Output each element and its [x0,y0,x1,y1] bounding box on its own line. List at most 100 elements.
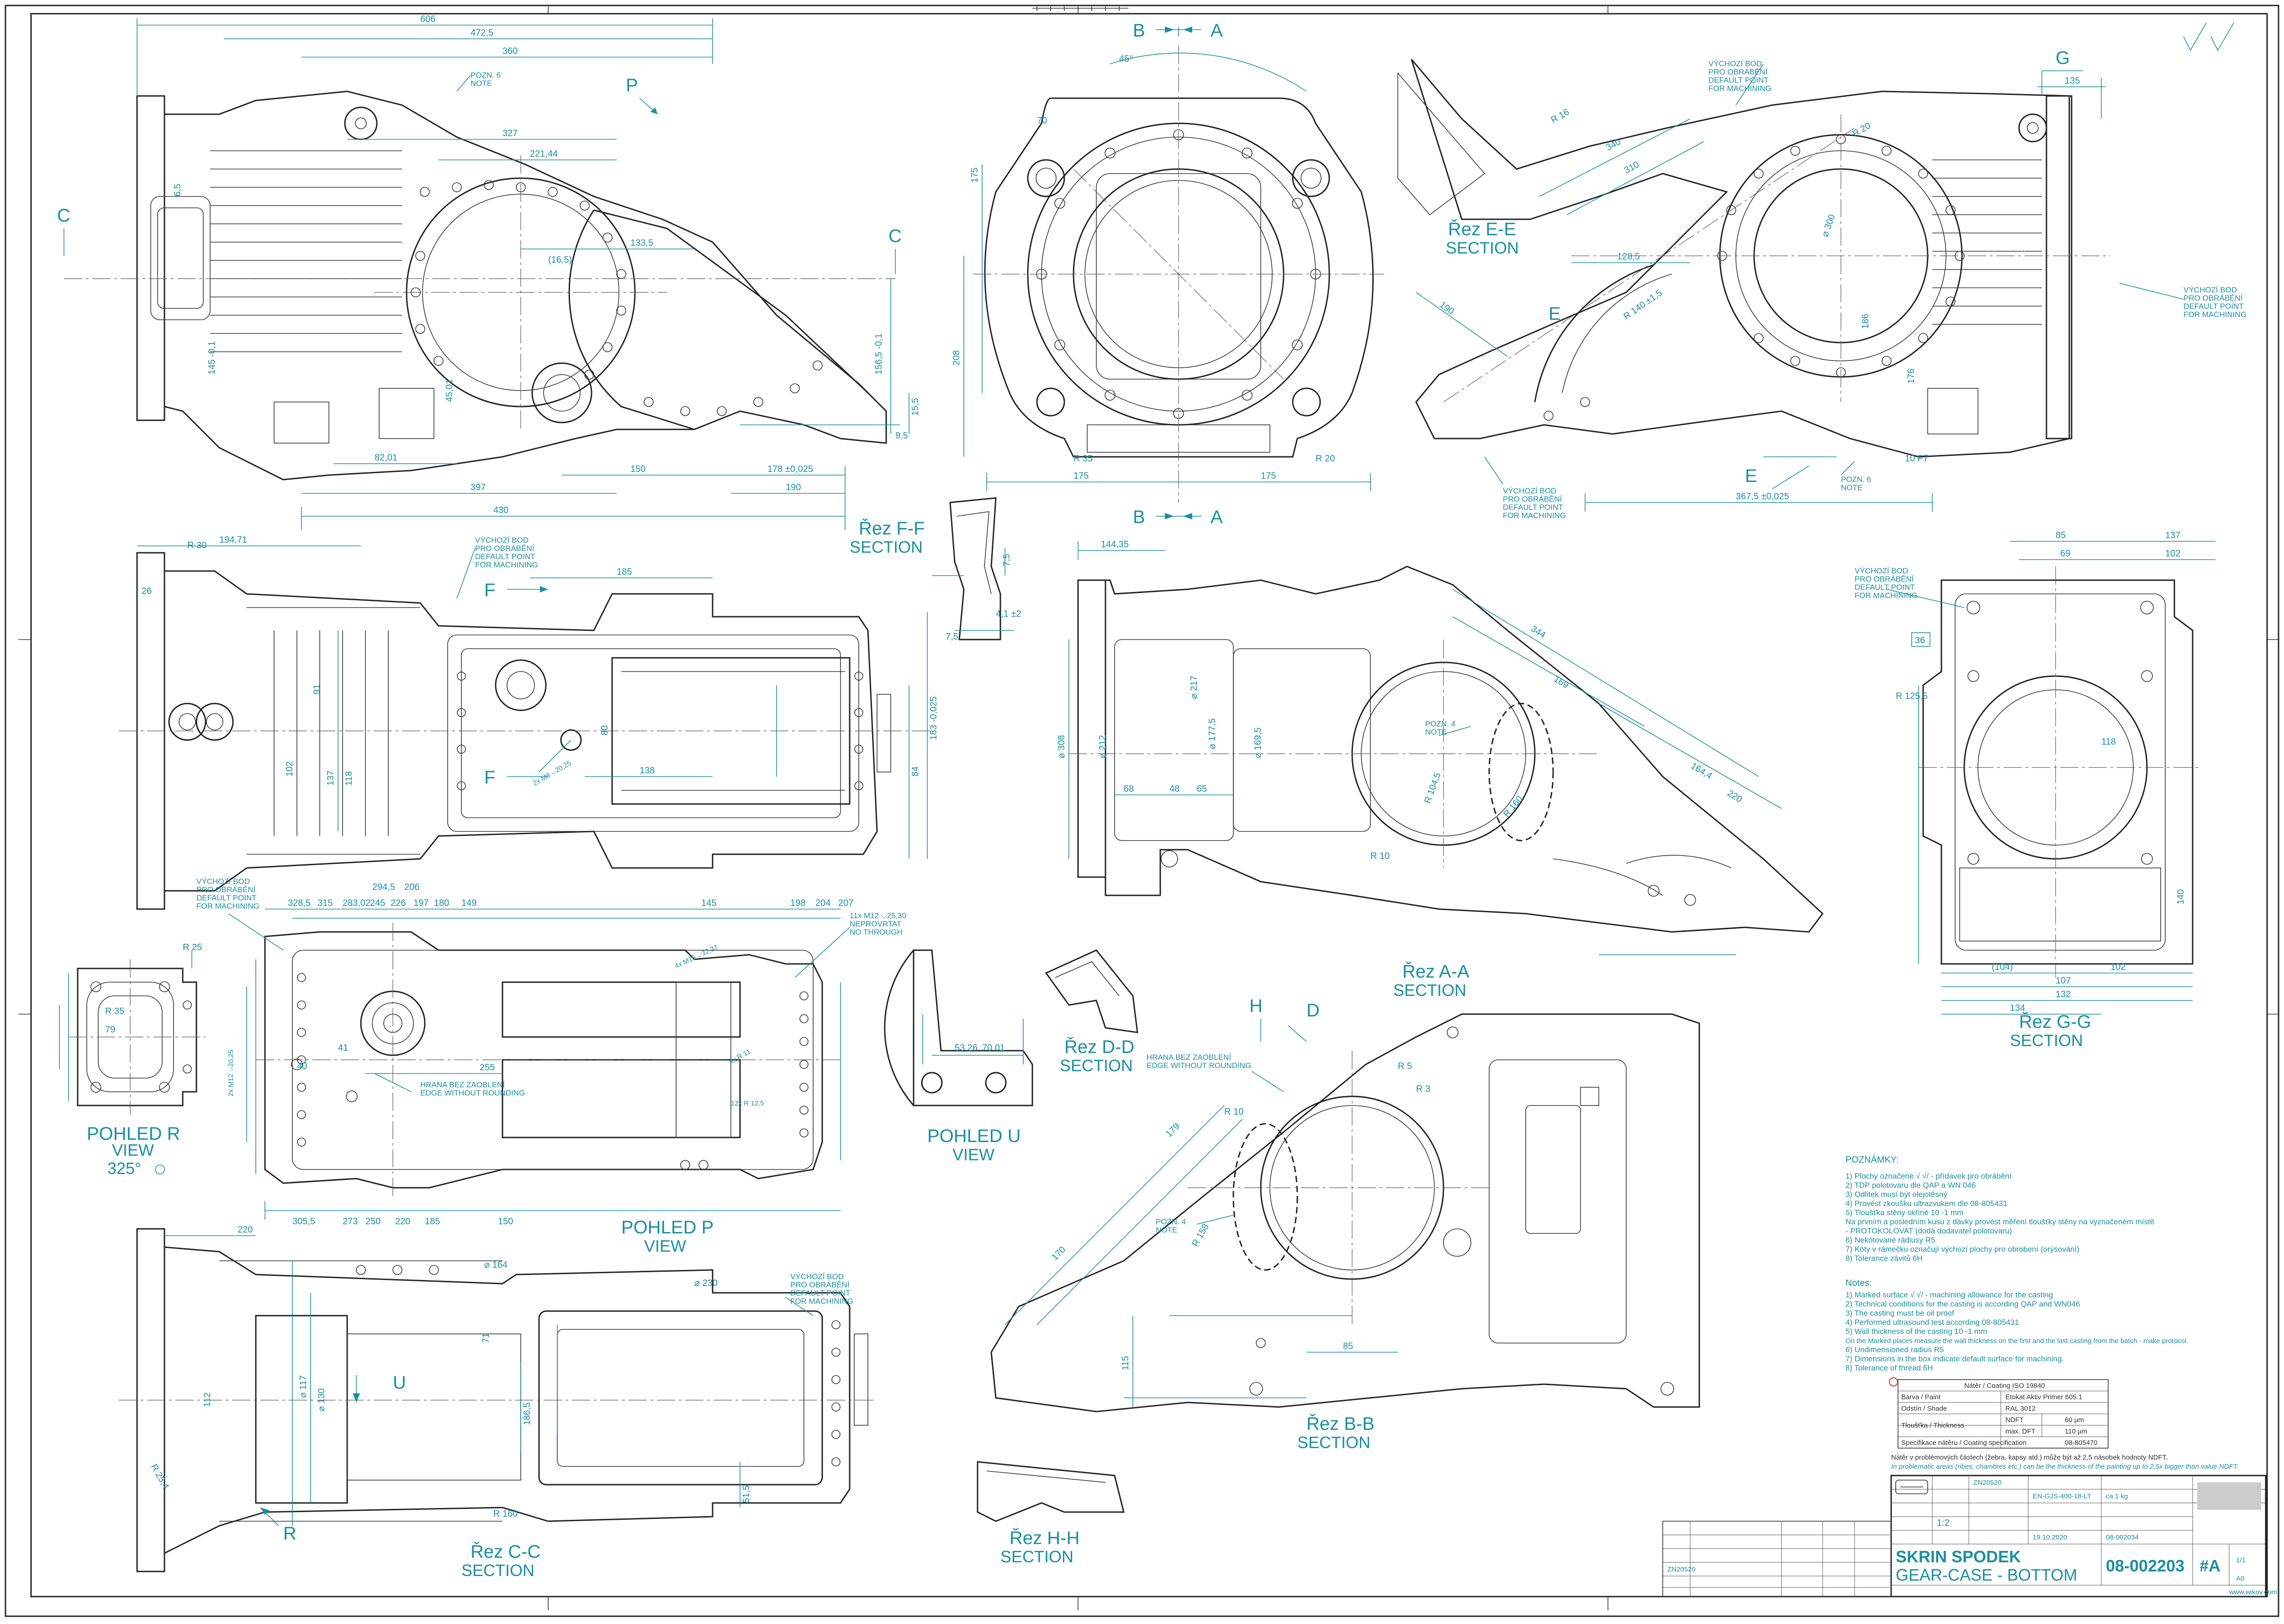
svg-text:On the Marked places measure t: On the Marked places measure the wall th… [1845,1337,2188,1345]
label-section-ee: Řez E-E SECTION [1446,219,1519,257]
svg-text:⌀ 130: ⌀ 130 [317,1388,327,1412]
svg-text:E: E [1745,466,1757,486]
svg-text:PRO OBRÁBĚNÍ: PRO OBRÁBĚNÍ [2184,294,2243,302]
svg-text:- PROTOKOLOVAT (dodá dodavatel: - PROTOKOLOVAT (dodá dodavatel polotovar… [1845,1227,2012,1235]
label-section-hh: Řez H-H SECTION [1000,1528,1079,1566]
svg-text:FOR MACHINING: FOR MACHINING [1708,84,1771,93]
section-arrow-c-left: C [57,206,70,256]
inner-frame [30,13,2268,1598]
svg-text:⌀ 164: ⌀ 164 [484,1260,508,1270]
svg-text:⌀ 308: ⌀ 308 [1057,735,1067,758]
svg-text:D: D [1306,1000,1320,1021]
svg-text:EDGE WITHOUT ROUNDING: EDGE WITHOUT ROUNDING [1147,1061,1251,1070]
svg-text:POHLED P: POHLED P [621,1217,714,1238]
roughness-symbol: √/√/ [2183,22,2234,51]
svg-text:60 µm: 60 µm [2065,1416,2084,1424]
svg-text:19.10.2020: 19.10.2020 [2033,1534,2067,1541]
view-r: 79 R 35 R 25 POHLED R VIEW 325° [59,942,206,1178]
svg-text:71: 71 [481,1333,491,1343]
svg-text:140: 140 [2176,889,2186,905]
notes-czech: POZNÁMKY: 1) Plochy označené √ √/ - příd… [1845,1154,2154,1263]
svg-text:283,02: 283,02 [343,898,370,908]
svg-text:1) Marked surface √ √/ - ma: 1) Marked surface √ √/ - machining allow… [1845,1291,2053,1299]
svg-text:360: 360 [502,46,518,56]
svg-text:273: 273 [343,1217,358,1227]
svg-text:7) Dimensions in the box indic: 7) Dimensions in the box indicate defaul… [1845,1354,2064,1363]
svg-text:135: 135 [2065,76,2080,86]
svg-text:327: 327 [502,128,518,138]
svg-text:FOR MACHINING: FOR MACHINING [196,902,259,910]
svg-text:8) Tolerance of thread 6H: 8) Tolerance of thread 6H [1845,1364,1933,1372]
svg-text:SECTION: SECTION [1393,981,1466,1000]
svg-text:7) Kóty v rámečku označují výc: 7) Kóty v rámečku označují výchozí ploch… [1845,1245,2079,1254]
svg-text:POHLED R: POHLED R [87,1124,180,1144]
svg-text:DEFAULT POINT: DEFAULT POINT [475,552,535,561]
svg-text:RAL 3012: RAL 3012 [2005,1405,2036,1412]
svg-text:2) TDP polotovaru dle QAP a WN: 2) TDP polotovaru dle QAP a WN 046 [1845,1181,1976,1190]
note4-callout-aa: POZN. 4 NOTE [1425,719,1471,736]
svg-text:4) Provést zkoušku ultrazvuke: 4) Provést zkoušku ultrazvukem dle 08-80… [1845,1199,2007,1208]
svg-text:305,5: 305,5 [292,1217,315,1227]
svg-text:1) Plochy označené √ √/ - p: 1) Plochy označené √ √/ - přídavek pro o… [1845,1172,2012,1180]
svg-text:79: 79 [105,1025,115,1035]
svg-text:185: 185 [617,567,632,577]
svg-text:606: 606 [420,14,435,24]
svg-text:112: 112 [202,1392,212,1407]
section-marker-bb-bottom: B A [1133,507,1223,527]
svg-text:SKRIN SPODEK: SKRIN SPODEK [1896,1547,2021,1566]
svg-text:R 20: R 20 [1316,454,1335,464]
svg-text:40: 40 [297,1061,307,1071]
svg-text:45,01: 45,01 [444,379,455,402]
svg-text:SECTION: SECTION [850,538,923,556]
svg-text:HRANA BEZ ZAOBLENÍ: HRANA BEZ ZAOBLENÍ [1147,1053,1231,1062]
svg-text:85: 85 [2056,530,2066,540]
svg-text:NO THROUGH: NO THROUGH [850,928,903,936]
svg-text:65: 65 [1197,784,1207,794]
svg-text:226: 226 [391,898,406,908]
notes-english: Notes: 1) Marked surface √ √/ - machinin… [1845,1278,2188,1372]
svg-text:(16,5): (16,5) [548,255,572,265]
svg-text:H: H [1249,996,1263,1016]
svg-text:175: 175 [1073,471,1089,481]
svg-text:41: 41 [338,1043,348,1053]
label-section-ff: Řez F-F SECTION [850,518,925,556]
svg-text:245: 245 [370,898,385,908]
svg-text:69: 69 [2060,549,2070,559]
svg-text:2x M8 ⌵20,25: 2x M8 ⌵20,25 [532,759,573,788]
svg-text:VÝCHOZÍ BOD: VÝCHOZÍ BOD [1855,566,1908,575]
label-view-u: POHLED U VIEW [927,1126,1021,1164]
svg-text:179: 179 [1164,1121,1182,1139]
top-scale-marks [1032,6,1128,11]
svg-text:180: 180 [434,898,449,908]
view-top-left: 606 472,5 360 327 221,44 133,5 397 430 1… [57,14,920,530]
svg-text:107: 107 [2056,976,2071,986]
svg-text:Řez G-G: Řez G-G [2019,1011,2091,1032]
svg-text:175: 175 [970,168,980,183]
svg-text:NOTE: NOTE [1425,728,1447,736]
svg-text:207: 207 [838,898,853,908]
svg-text:FOR MACHINING: FOR MACHINING [1503,511,1566,520]
svg-text:7,5: 7,5 [1002,554,1012,566]
svg-text:NOTE: NOTE [1156,1226,1177,1234]
svg-text:70: 70 [1037,116,1047,126]
svg-text:R 16: R 16 [1549,107,1571,125]
svg-text:220: 220 [238,1225,253,1235]
svg-text:145 -0,1: 145 -0,1 [207,341,217,375]
svg-text:DEFAULT POINT: DEFAULT POINT [1708,76,1769,85]
default-point-callout-lower: VÝCHOZÍ BOD PRO OBRÁBĚNÍ DEFAULT POINT F… [1484,456,1566,520]
svg-text:Řez D-D: Řez D-D [1064,1037,1134,1057]
svg-text:Řez H-H: Řez H-H [1010,1528,1079,1548]
svg-text:R 35: R 35 [105,1006,124,1016]
section-dd: Řez D-D SECTION [1045,949,1138,1075]
svg-text:4) Performed ultrasound test a: 4) Performed ultrasound test according 0… [1845,1318,2019,1327]
svg-text:NDFT: NDFT [2005,1416,2024,1424]
svg-text:3) The casting must be oil pro: 3) The casting must be oil proof [1845,1309,1954,1317]
svg-text:190: 190 [786,482,801,492]
svg-text:www.wikov.com: www.wikov.com [2229,1588,2277,1596]
svg-text:PRO OBRÁBĚNÍ: PRO OBRÁBĚNÍ [1503,495,1562,503]
svg-text:PRO OBRÁBĚNÍ: PRO OBRÁBĚNÍ [196,885,256,894]
svg-text:Tloušťka / Thickness: Tloušťka / Thickness [1901,1422,1964,1429]
svg-text:8) Tolerance závitů 6H: 8) Tolerance závitů 6H [1845,1254,1923,1263]
svg-text:A0: A0 [2236,1575,2244,1582]
title-block: ZN20520 EN-GJS-400-18-LT ca 1 kg 19.10.2… [1662,1475,2277,1598]
